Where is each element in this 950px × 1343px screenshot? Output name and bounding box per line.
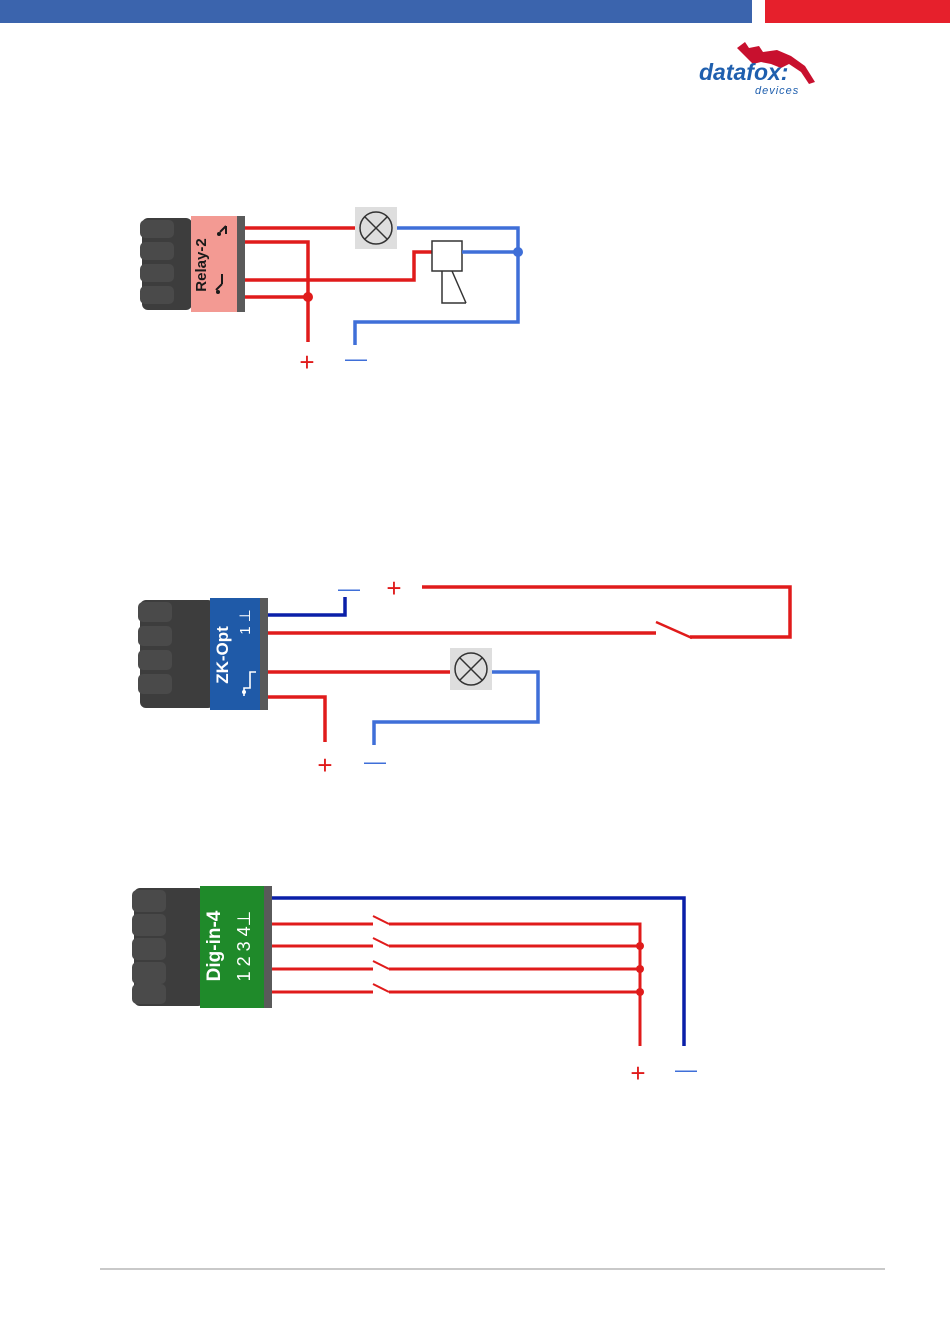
digin-minus: — xyxy=(675,1057,697,1082)
switch-4-icon xyxy=(373,984,389,992)
switch-1-icon xyxy=(373,916,389,924)
zk-minus: — xyxy=(364,749,386,774)
relay-label: Relay-2 xyxy=(193,238,210,291)
digin-pins: 1 2 3 4⊥ xyxy=(234,911,254,982)
switch-3-icon xyxy=(373,961,389,969)
buzzer-icon xyxy=(432,241,466,303)
zk-switch-icon xyxy=(656,622,692,638)
zk-lamp-icon xyxy=(450,648,492,690)
zk-plus-top: + xyxy=(386,573,401,603)
digin-connector: Dig-in-4 1 2 3 4⊥ xyxy=(132,886,272,1008)
relay-diagram: Relay-2 + — xyxy=(140,207,523,377)
zk-pins: 1 ⊥ xyxy=(237,609,254,635)
footer-divider xyxy=(100,1268,885,1270)
relay-minus: — xyxy=(345,346,367,371)
digin-diagram: Dig-in-4 1 2 3 4⊥ + — xyxy=(132,886,697,1088)
relay-plus: + xyxy=(299,347,314,377)
digin-plus: + xyxy=(630,1058,645,1088)
zk-diagram: ZK-Opt 1 ⊥ — + + — xyxy=(138,573,790,780)
relay-connector: Relay-2 xyxy=(140,216,245,312)
lamp-icon xyxy=(355,207,397,249)
zk-label: ZK-Opt xyxy=(213,626,232,684)
switch-2-icon xyxy=(373,938,389,946)
zk-connector: ZK-Opt 1 ⊥ xyxy=(138,598,268,710)
digin-label: Dig-in-4 xyxy=(204,910,225,981)
zk-plus: + xyxy=(317,750,332,780)
zk-minus-top: — xyxy=(338,576,360,601)
